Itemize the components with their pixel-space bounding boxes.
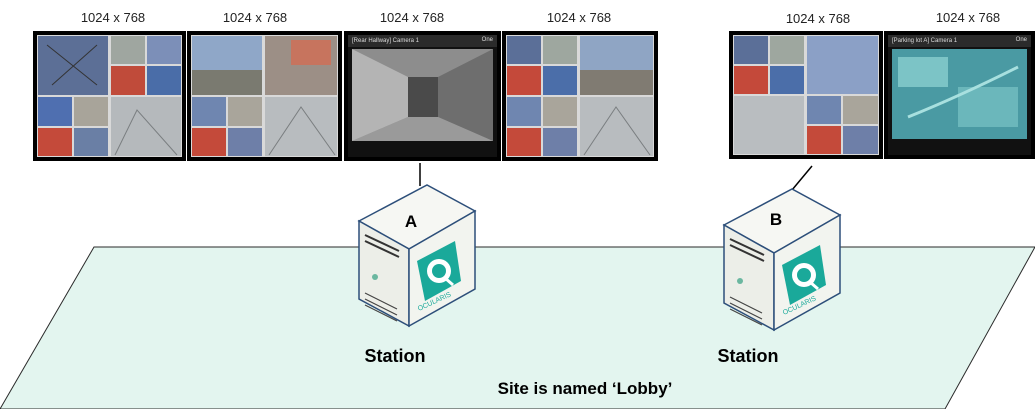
monitor-2 [187,31,342,161]
video-layout-button[interactable]: One [1015,37,1027,43]
station-a-server: OCULARIS [357,184,477,328]
hallway-video [352,49,493,141]
station-a-label: Station [364,346,426,366]
site-caption: Site is named ‘Lobby’ [497,379,673,398]
camera-grid [507,36,653,156]
monitor-4-screen [506,35,654,157]
ocularis-logo [417,241,461,301]
station-b-label: Station [717,346,779,366]
monitor-2-screen [191,35,338,157]
monitor-5-resolution: 1024 x 768 [785,11,851,26]
monitor-6: [Parking lot A] Camera 1 One [884,31,1035,159]
monitor-4 [502,31,658,161]
monitor-6-resolution: 1024 x 768 [935,10,1001,25]
camera-grid [38,36,181,156]
monitor-1-screen [37,35,182,157]
connector-b [791,165,813,191]
monitor-1 [33,31,186,161]
station-b-letter: B [769,210,783,229]
ocularis-logo [782,245,826,305]
monitor-3-resolution: 1024 x 768 [379,10,445,25]
station-b-server: OCULARIS [722,188,842,332]
video-title: [Rear Hallway] Camera 1 [348,35,497,47]
aerial-video [892,49,1027,139]
monitor-1-resolution: 1024 x 768 [80,10,146,25]
monitor-5-screen [733,35,879,155]
video-layout-button[interactable]: One [481,37,493,43]
monitor-3: [Rear Hallway] Camera 1 One [344,31,501,161]
camera-grid [192,36,337,156]
monitor-4-resolution: 1024 x 768 [546,10,612,25]
monitor-2-resolution: 1024 x 768 [222,10,288,25]
monitor-5 [729,31,883,159]
monitor-6-screen: [Parking lot A] Camera 1 One [888,35,1031,155]
monitor-3-screen: [Rear Hallway] Camera 1 One [348,35,497,157]
video-title: [Parking lot A] Camera 1 [888,35,1031,47]
camera-grid [734,36,878,154]
station-a-letter: A [404,212,418,231]
